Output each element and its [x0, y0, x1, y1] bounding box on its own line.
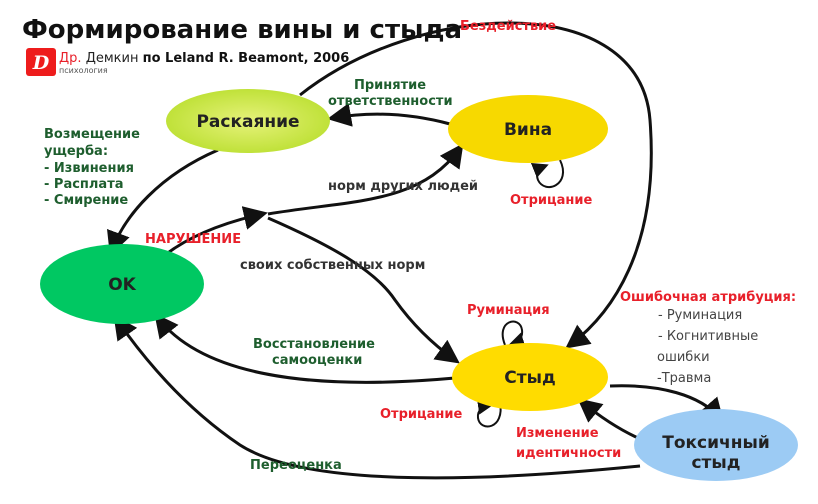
svg-text:Раскаяние: Раскаяние	[196, 112, 299, 132]
label-reassess: Переоценка	[250, 458, 342, 473]
label-restore-1: Восстановление	[253, 337, 375, 352]
label-misattribution: Ошибочная атрибуция: - Руминация - Когни…	[620, 290, 796, 386]
label-inaction: Бездействие	[460, 19, 556, 34]
logo-letter: D	[32, 52, 50, 74]
svg-text:Ошибочная атрибуция:: Ошибочная атрибуция:	[620, 290, 796, 305]
arrow-shame-denial-loop	[476, 398, 502, 428]
svg-text:Возмещение: Возмещение	[44, 127, 140, 142]
label-compensation: Возмещение ущерба: - Извинения - Расплат…	[44, 127, 140, 208]
label-violation: НАРУШЕНИЕ	[145, 232, 241, 247]
label-shame-denial: Отрицание	[380, 407, 462, 422]
label-rumination: Руминация	[467, 303, 550, 318]
logo-subtitle: психология	[59, 66, 108, 75]
svg-text:- Извинения: - Извинения	[44, 161, 134, 176]
svg-text:Токсичный: Токсичный	[662, 433, 770, 453]
svg-text:- Смирение: - Смирение	[44, 193, 128, 208]
arrow-toxic-to-shame	[577, 398, 639, 440]
arrow-violation-to-shame	[267, 216, 460, 364]
page-title: Формирование вины и стыда	[22, 15, 462, 45]
arrow-accept-responsibility	[327, 103, 451, 127]
byline: Др. Демкин по Leland R. Beamont, 2006	[59, 51, 349, 66]
label-others-norms: норм других людей	[328, 179, 478, 194]
svg-text:ошибки: ошибки	[657, 350, 710, 365]
arrow-ok-to-violation	[164, 206, 268, 257]
node-remorse: Раскаяние	[166, 89, 330, 153]
node-toxic-shame: Токсичный стыд	[634, 409, 798, 481]
label-guilt-denial: Отрицание	[510, 193, 592, 208]
arrow-violation-to-guilt	[267, 143, 464, 216]
label-own-norms: своих собственных норм	[240, 258, 425, 273]
arrow-guilt-denial-loop	[530, 159, 564, 189]
arrow-inaction	[299, 21, 653, 349]
svg-text:ущерба:: ущерба:	[44, 144, 108, 159]
svg-text:-Травма: -Травма	[657, 371, 711, 386]
arrow-toxic-to-ok	[113, 315, 641, 480]
svg-text:Стыд: Стыд	[504, 368, 555, 388]
node-ok: OK	[40, 244, 204, 324]
arrow-remorse-to-ok	[107, 148, 219, 256]
arrow-rumination-loop	[501, 320, 526, 348]
svg-text:стыд: стыд	[691, 453, 740, 473]
svg-text:Вина: Вина	[504, 120, 552, 140]
label-accept-2: ответственности	[328, 94, 453, 109]
svg-text:OK: OK	[108, 275, 136, 295]
label-identity-1: Изменение	[516, 426, 599, 441]
svg-text:- Когнитивные: - Когнитивные	[658, 329, 758, 344]
label-restore-2: самооценки	[272, 353, 362, 368]
arrow-shame-to-ok	[154, 313, 456, 384]
node-shame: Стыд	[452, 343, 608, 411]
node-guilt: Вина	[448, 95, 608, 163]
logo: D	[26, 48, 56, 76]
label-accept-1: Принятие	[354, 78, 426, 93]
label-identity-2: идентичности	[516, 446, 621, 461]
svg-text:- Руминация: - Руминация	[658, 308, 742, 323]
svg-text:- Расплата: - Расплата	[44, 177, 124, 192]
